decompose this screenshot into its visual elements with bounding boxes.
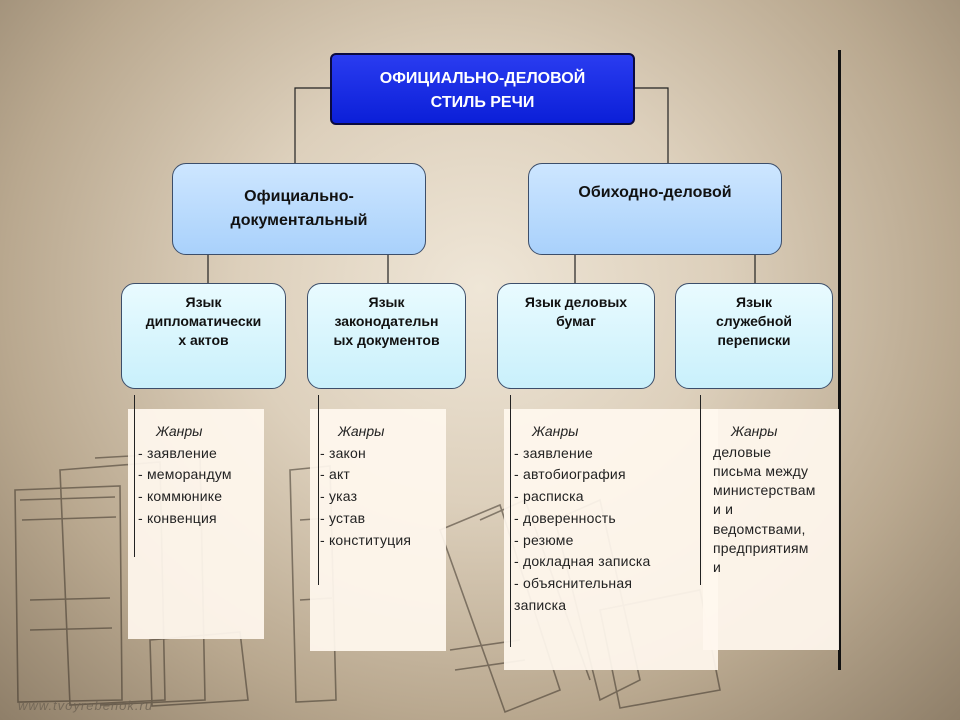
lang-label-line1: Язык (736, 294, 772, 310)
substyle-label-line1: Официально- (244, 188, 354, 205)
genre-item: - резюме (514, 531, 574, 548)
substyle-everyday-business: Обиходно-деловой (528, 163, 782, 255)
main-title-line2: СТИЛЬ РЕЧИ (430, 94, 535, 111)
lang-label-line3: х актов (178, 332, 229, 348)
genre-title: Жанры (338, 423, 385, 439)
lang-label-line3: ых документов (333, 332, 440, 348)
lang-diplomatic-acts: Язык дипломатически х актов (121, 283, 286, 389)
genre-item: - коммюнике (138, 488, 223, 505)
lang-label-line2: законодательн (334, 313, 439, 329)
genre-title: Жанры (731, 423, 778, 439)
genre-item: ведомствами, (713, 520, 806, 537)
genre-panel-correspondence: Жанры деловые письма между министерствам… (703, 409, 839, 650)
genre-item: - акт (320, 466, 351, 483)
genre-item: - расписка (514, 488, 584, 505)
lang-official-correspondence: Язык служебной переписки (675, 283, 833, 389)
substyle-label-line2: документальный (230, 212, 368, 229)
genre-divider-line (700, 395, 701, 585)
lang-label-line1: Язык (185, 294, 222, 310)
genre-item: - конституция (320, 531, 412, 548)
genre-item: - доверенность (514, 509, 616, 526)
genre-divider-line (318, 395, 319, 585)
genre-item: - автобиография (514, 466, 626, 483)
lang-label-line2: служебной (715, 313, 793, 329)
genre-divider-line (134, 395, 135, 557)
genre-item: - устав (320, 509, 366, 526)
genre-panel-business-papers: Жанры - заявление - автобиография - расп… (504, 409, 718, 670)
substyle-label-line1: Обиходно-деловой (578, 184, 732, 201)
lang-label-line2: бумаг (556, 313, 596, 329)
genre-panel-legislative: Жанры - закон - акт - указ - устав - кон… (310, 409, 446, 651)
lang-legislative-documents: Язык законодательн ых документов (307, 283, 466, 389)
main-title-line1: ОФИЦИАЛЬНО-ДЕЛОВОЙ (379, 70, 586, 87)
genre-item: - закон (320, 444, 366, 461)
lang-label-line1: Язык деловых (524, 294, 628, 310)
substyle-official-documentary: Официально- документальный (172, 163, 426, 255)
genre-item: - указ (320, 488, 358, 505)
genre-item: - конвенция (138, 509, 217, 526)
genre-title: Жанры (156, 423, 203, 439)
lang-label-line3: переписки (717, 332, 791, 348)
lang-label-line1: Язык (368, 294, 405, 310)
right-border-line (838, 50, 841, 670)
genre-panel-diplomatic: Жанры - заявление - меморандум - коммюни… (128, 409, 264, 639)
genre-item: предприятиям (713, 539, 809, 556)
genre-item: - меморандум (138, 466, 232, 483)
genre-item: и (713, 558, 722, 575)
genre-divider-line (510, 395, 511, 647)
genre-item: записка (514, 596, 567, 613)
watermark: www.tvoyrebenok.ru (18, 698, 154, 713)
genre-item: и и (713, 501, 734, 518)
genre-item: письма между (713, 462, 809, 479)
genre-item: деловые (713, 443, 772, 460)
genre-item: - объяснительная (514, 574, 633, 591)
genre-item: - докладная записка (514, 553, 651, 570)
main-style-box: ОФИЦИАЛЬНО-ДЕЛОВОЙ СТИЛЬ РЕЧИ (330, 53, 635, 125)
genre-title: Жанры (532, 423, 579, 439)
genre-item: - заявление (138, 444, 217, 461)
genre-item: министерствам (713, 482, 816, 499)
genre-item: - заявление (514, 444, 593, 461)
lang-business-papers: Язык деловых бумаг (497, 283, 655, 389)
lang-label-line2: дипломатически (145, 313, 262, 329)
